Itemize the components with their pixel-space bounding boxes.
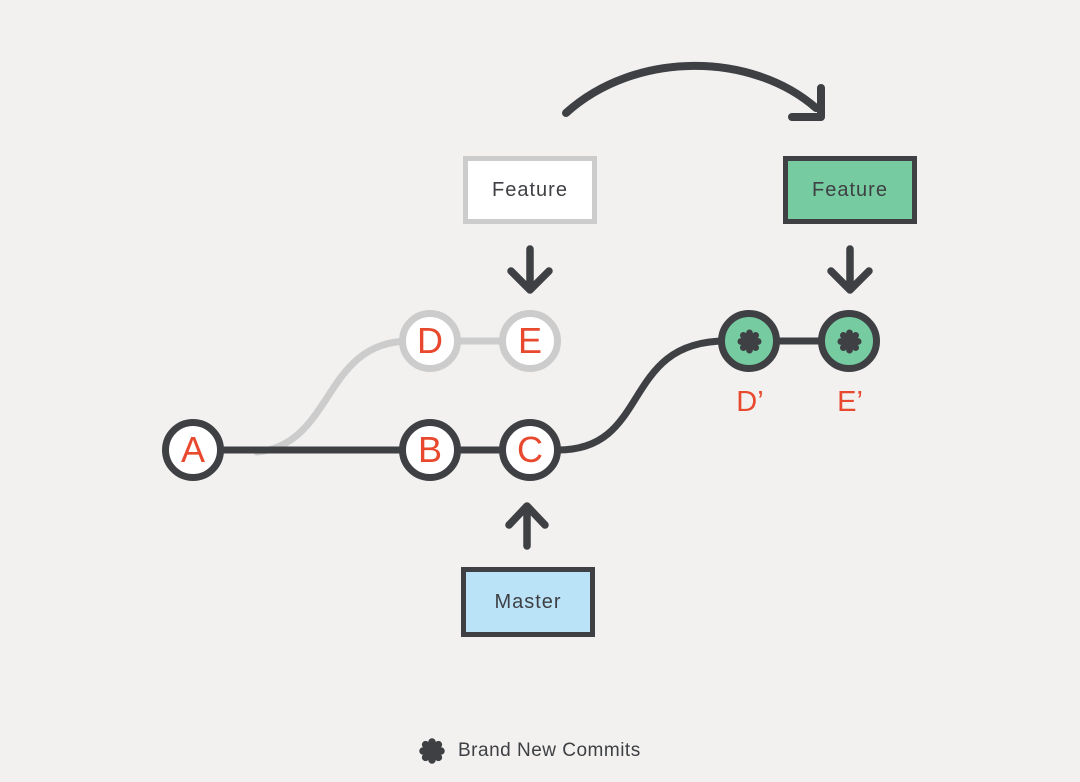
legend-asterisk-icon: [419, 738, 445, 764]
commit-letter-a: A: [180, 429, 205, 470]
down-arrow-feature-after: [827, 245, 873, 294]
commit-node-e-old: E: [499, 310, 561, 372]
commit-node-b: B: [399, 419, 461, 481]
master-box: Master: [461, 567, 595, 637]
commit-node-a: A: [162, 419, 224, 481]
feature-box-after: Feature: [783, 156, 917, 224]
commit-letter-e: E: [517, 320, 542, 361]
curved-move-arrow: [562, 61, 820, 117]
new-feature-branch-line: [526, 337, 853, 454]
commit-letter-b: B: [417, 429, 442, 470]
down-arrow-feature-before: [507, 245, 553, 294]
new-commit-asterisk-icon: [736, 328, 762, 354]
commit-label-d-prime: D’: [736, 386, 764, 418]
feature-box-before-label: Feature: [492, 178, 568, 201]
commit-node-d-prime: [718, 310, 780, 372]
feature-box-after-label: Feature: [812, 178, 888, 201]
commit-node-e-prime: [818, 310, 880, 372]
legend-label: Brand New Commits: [458, 740, 641, 761]
master-box-label: Master: [494, 590, 562, 613]
old-feature-branch-line: [253, 337, 534, 456]
commit-label-e-prime: E’: [837, 386, 863, 418]
commit-node-d-old: D: [399, 310, 461, 372]
legend: Brand New Commits: [419, 738, 641, 764]
curved-move-arrow-head: [788, 84, 825, 121]
commit-letter-c: C: [517, 429, 543, 470]
new-commit-asterisk-icon: [836, 328, 862, 354]
feature-box-before: Feature: [463, 156, 597, 224]
commit-node-c: C: [499, 419, 561, 481]
commit-letter-d: D: [417, 320, 443, 361]
up-arrow-master: [505, 502, 549, 550]
